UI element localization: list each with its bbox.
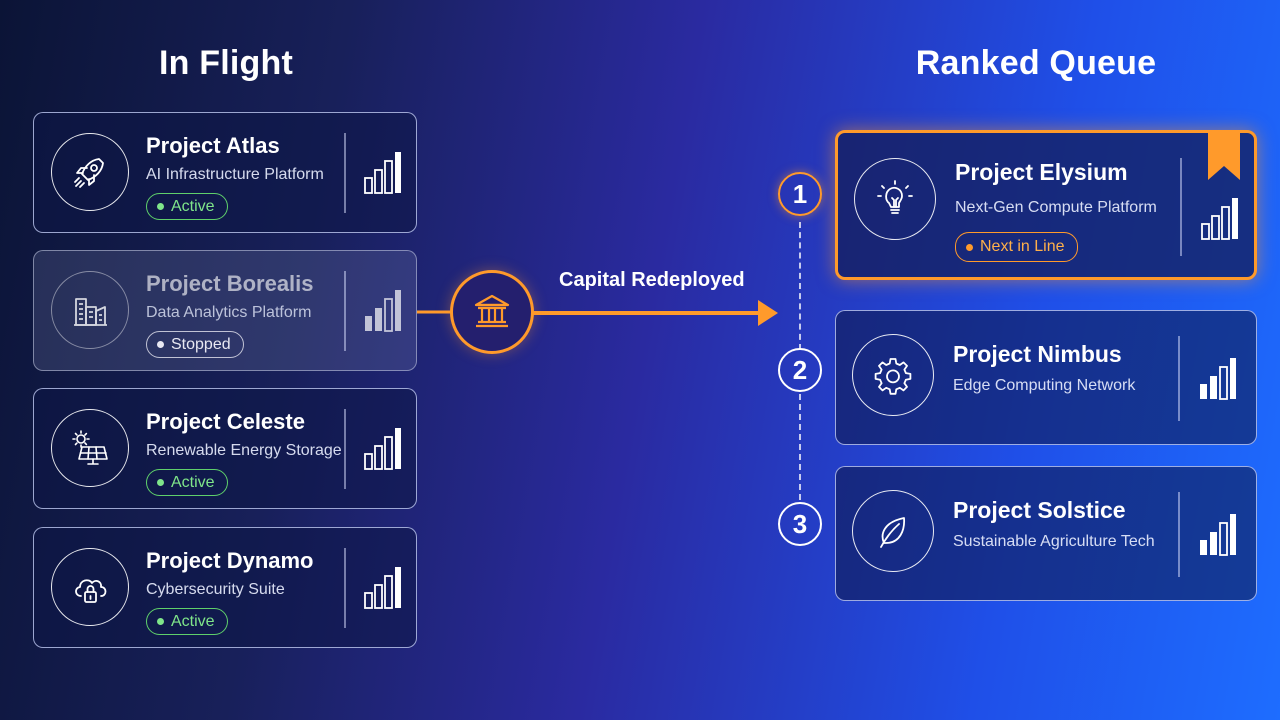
buildings-icon bbox=[51, 271, 129, 349]
project-title: Project Borealis bbox=[146, 271, 314, 296]
project-subtitle: Renewable Energy Storage bbox=[146, 442, 342, 459]
card-project-nimbus[interactable]: Project Nimbus Edge Computing Network bbox=[835, 310, 1257, 445]
queue-connector bbox=[799, 222, 801, 350]
card-project-atlas[interactable]: Project Atlas AI Infrastructure Platform… bbox=[33, 112, 417, 233]
in-flight-heading: In Flight bbox=[159, 44, 293, 82]
status-label: Active bbox=[171, 612, 215, 630]
status-label: Active bbox=[171, 473, 215, 491]
status-dot bbox=[157, 618, 164, 625]
card-project-solstice[interactable]: Project Solstice Sustainable Agriculture… bbox=[835, 466, 1257, 601]
bar-chart-icon bbox=[1199, 512, 1237, 556]
card-divider bbox=[344, 548, 346, 628]
project-subtitle: AI Infrastructure Platform bbox=[146, 166, 324, 183]
project-title: Project Celeste bbox=[146, 409, 305, 434]
bar-chart-icon bbox=[364, 565, 402, 609]
bar-chart-icon bbox=[364, 426, 402, 470]
card-project-celeste[interactable]: Project Celeste Renewable Energy Storage… bbox=[33, 388, 417, 509]
leaf-icon bbox=[852, 490, 934, 572]
card-project-borealis[interactable]: Project Borealis Data Analytics Platform… bbox=[33, 250, 417, 371]
status-label: Stopped bbox=[171, 335, 231, 353]
rocket-icon bbox=[51, 133, 129, 211]
project-subtitle: Data Analytics Platform bbox=[146, 304, 312, 321]
status-dot bbox=[157, 479, 164, 486]
card-divider bbox=[344, 409, 346, 489]
queue-connector bbox=[799, 394, 801, 500]
transfer-caption: Capital Redeployed bbox=[559, 269, 745, 291]
status-dot bbox=[157, 341, 164, 348]
project-title: Project Solstice bbox=[953, 497, 1126, 523]
project-subtitle: Edge Computing Network bbox=[953, 377, 1136, 394]
project-title: Project Nimbus bbox=[953, 341, 1122, 367]
status-dot bbox=[966, 243, 973, 251]
project-subtitle: Next-Gen Compute Platform bbox=[955, 199, 1157, 216]
rank-badge: 2 bbox=[778, 348, 822, 392]
rank-badge: 1 bbox=[778, 172, 822, 216]
lightbulb-icon bbox=[854, 158, 936, 240]
card-project-dynamo[interactable]: Project Dynamo Cybersecurity Suite Activ… bbox=[33, 527, 417, 648]
rank-badge: 3 bbox=[778, 502, 822, 546]
bar-chart-icon bbox=[364, 288, 402, 332]
status-badge: Active bbox=[146, 469, 228, 496]
status-badge: Stopped bbox=[146, 331, 244, 358]
ranked-queue-heading: Ranked Queue bbox=[915, 44, 1157, 82]
status-dot bbox=[157, 203, 164, 210]
bar-chart-icon bbox=[1199, 356, 1237, 400]
bar-chart-icon bbox=[1201, 196, 1239, 240]
project-title: Project Elysium bbox=[955, 159, 1128, 185]
status-badge: Next in Line bbox=[955, 232, 1078, 262]
card-project-elysium[interactable]: Project Elysium Next-Gen Compute Platfor… bbox=[835, 130, 1257, 280]
project-subtitle: Cybersecurity Suite bbox=[146, 581, 285, 598]
cloud-lock-icon bbox=[51, 548, 129, 626]
gear-icon bbox=[852, 334, 934, 416]
card-divider bbox=[1180, 158, 1182, 256]
card-divider bbox=[344, 133, 346, 213]
bookmark-ribbon-icon bbox=[1208, 130, 1240, 180]
project-subtitle: Sustainable Agriculture Tech bbox=[953, 533, 1155, 550]
status-badge: Active bbox=[146, 193, 228, 220]
card-divider bbox=[1178, 492, 1180, 577]
card-divider bbox=[1178, 336, 1180, 421]
status-label: Next in Line bbox=[980, 238, 1065, 255]
bank-icon bbox=[450, 270, 534, 354]
project-title: Project Atlas bbox=[146, 133, 280, 158]
bar-chart-icon bbox=[364, 150, 402, 194]
status-label: Active bbox=[171, 197, 215, 215]
project-title: Project Dynamo bbox=[146, 548, 314, 573]
solar-panel-icon bbox=[51, 409, 129, 487]
status-badge: Active bbox=[146, 608, 228, 635]
card-divider bbox=[344, 271, 346, 351]
